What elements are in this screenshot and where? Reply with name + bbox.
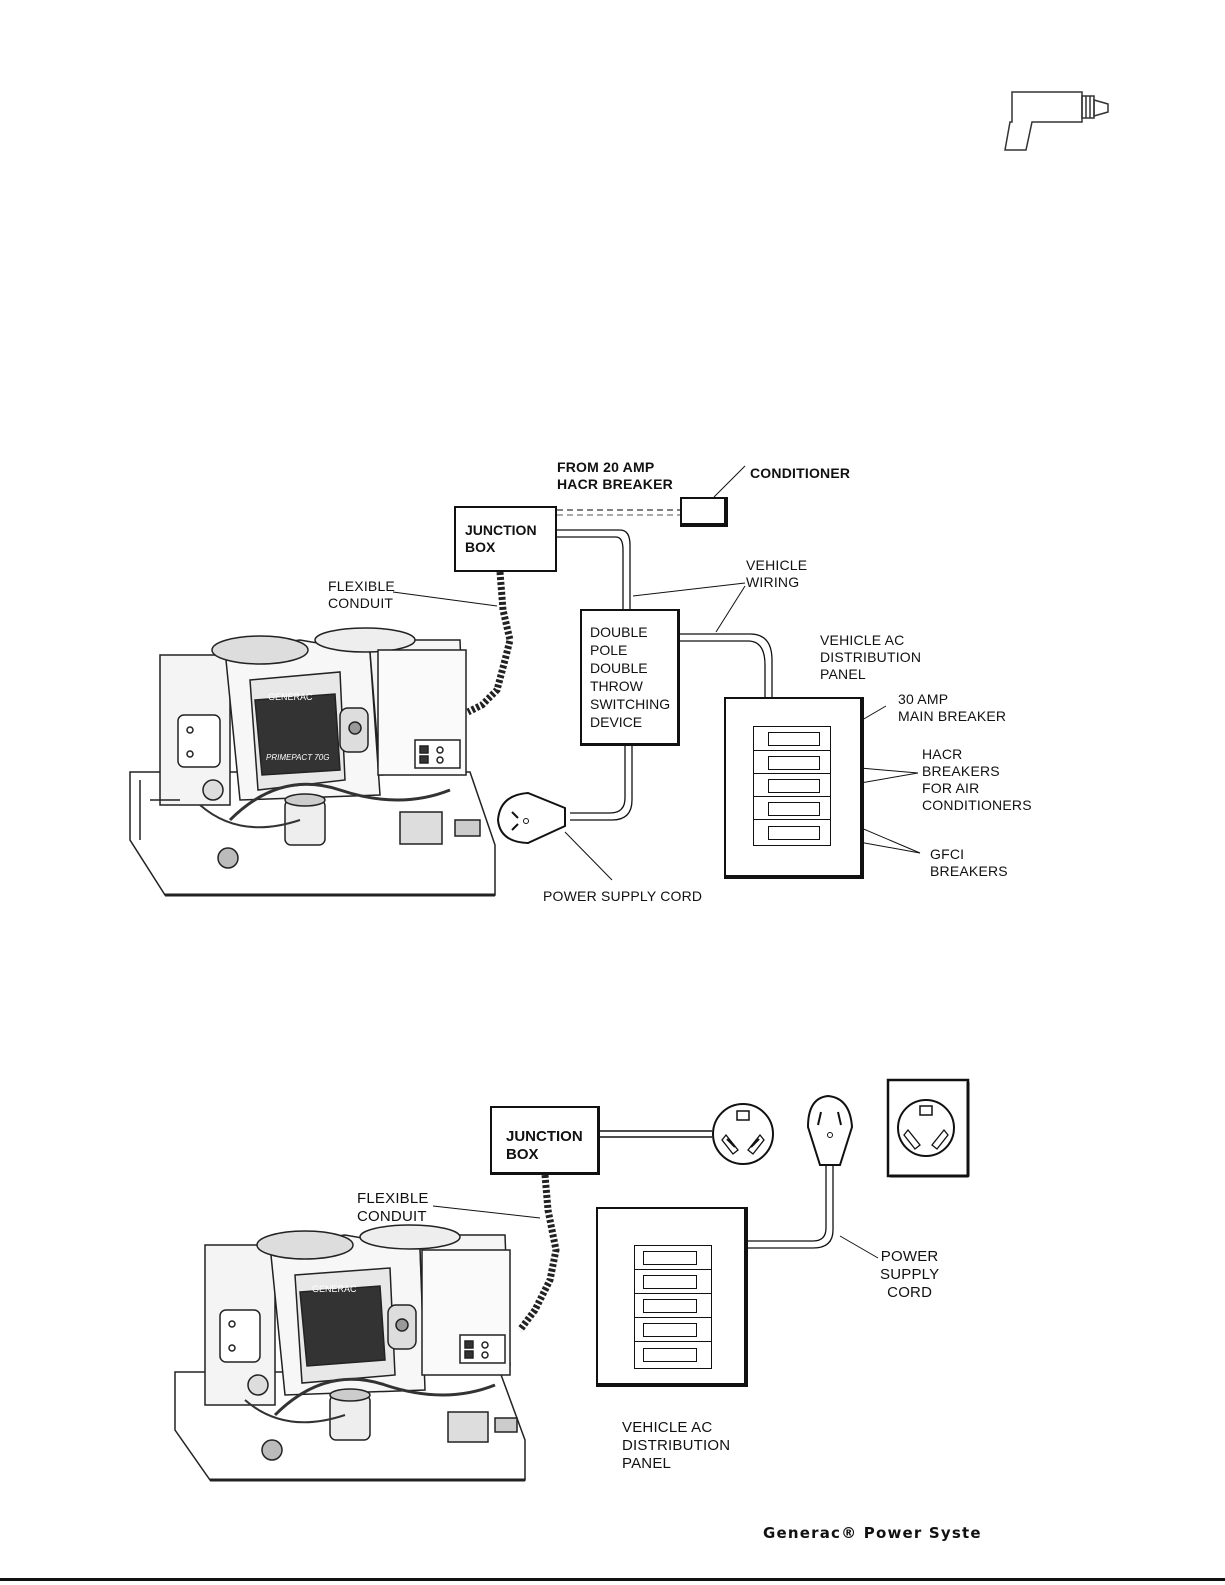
receptacle-icon [712,1103,774,1165]
power-supply-cord-label-2: POWER SUPPLY CORD [880,1248,940,1301]
flexible-conduit-label-2: FLEXIBLE CONDUIT [357,1190,429,1225]
vehicle-wiring-label: VEHICLE WIRING [746,557,808,590]
from-breaker-label: FROM 20 AMP HACR BREAKER [557,459,673,492]
footer-brand: Generac® Power Syste [763,1524,982,1542]
wall-outlet-icon [886,1078,970,1178]
junction-box-2: JUNCTION BOX [490,1106,600,1175]
power-supply-cord-label: POWER SUPPLY CORD [543,888,703,904]
main-breaker-label: 30 AMP MAIN BREAKER [898,691,1007,724]
bottom-rule [0,1578,1225,1581]
hacr-breakers-label: HACR BREAKERS FOR AIR CONDITIONERS [922,746,1032,813]
gfci-breakers-label: GFCI BREAKERS [930,846,1008,879]
power-plug-icon [496,791,566,845]
power-plug-icon-2 [806,1094,854,1166]
air-conditioner-box [680,497,728,527]
distribution-panel [724,697,864,879]
switching-device-box: DOUBLE POLE DOUBLE THROW SWITCHING DEVIC… [580,609,680,746]
breaker-stack-2 [634,1245,712,1369]
conditioner-label: CONDITIONER [750,465,851,481]
flexible-conduit-label: FLEXIBLE CONDUIT [328,578,395,611]
junction-box: JUNCTION BOX [454,506,557,572]
distribution-panel-2 [596,1207,748,1387]
svg-text:PRIMEPACT 70G: PRIMEPACT 70G [266,753,329,762]
distribution-panel-label-2: VEHICLE AC DISTRIBUTION PANEL [622,1419,731,1472]
switching-device-label: DOUBLE POLE DOUBLE THROW SWITCHING DEVIC… [590,624,671,730]
distribution-panel-label: VEHICLE AC DISTRIBUTION PANEL [820,632,922,682]
svg-text:GENERAC: GENERAC [268,692,313,702]
junction-box-label: JUNCTION BOX [465,522,537,555]
svg-text:GENERAC: GENERAC [312,1284,357,1294]
junction-box-2-label: JUNCTION BOX [506,1128,583,1163]
breaker-stack [753,726,831,846]
